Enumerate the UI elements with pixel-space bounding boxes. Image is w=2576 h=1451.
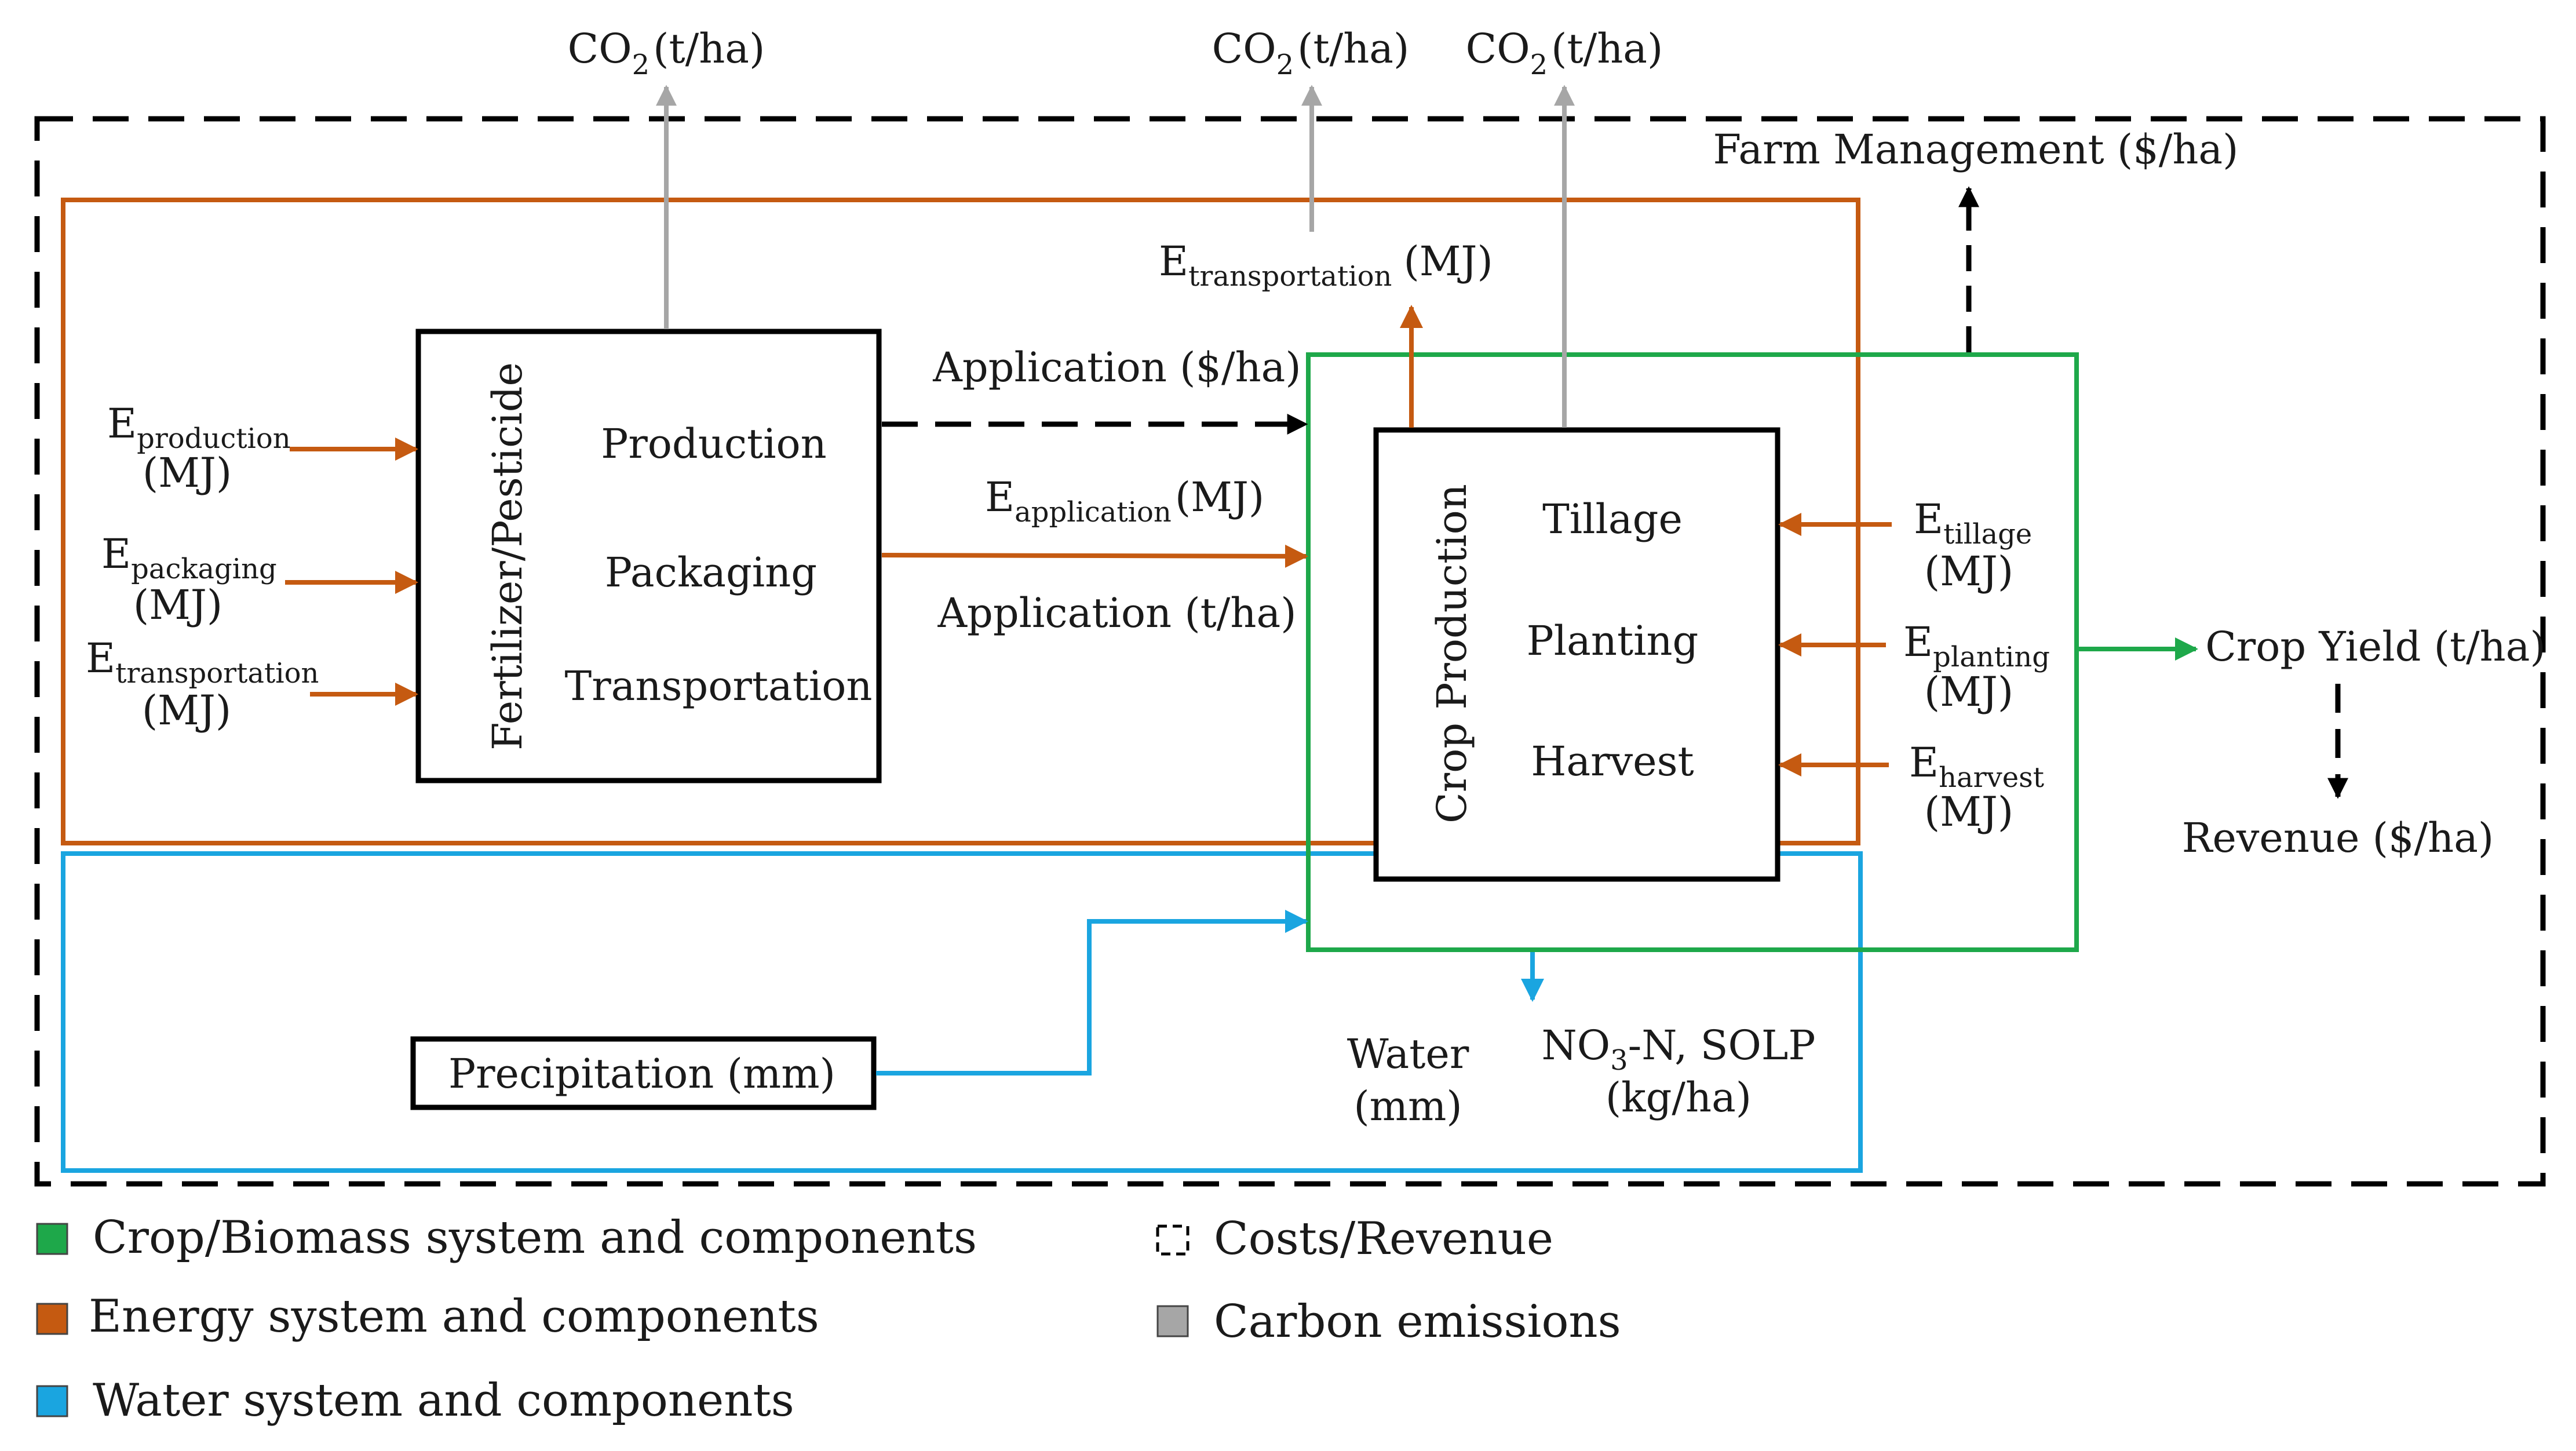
water-system-boundary: [61, 851, 1863, 1173]
legend-label-water: Water system and components: [93, 1375, 794, 1427]
legend-label-crop: Crop/Biomass system and components: [93, 1212, 977, 1264]
crop-item-harvest: Harvest: [1531, 738, 1694, 785]
e-packaging-unit: (MJ): [133, 581, 222, 629]
energy-system-boundary: [61, 198, 1860, 845]
crop-production-box: [1373, 427, 1780, 882]
co2-label-transportation: CO2(t/ha): [1212, 25, 1410, 81]
co2-label-fertilizer: CO2(t/ha): [568, 25, 765, 81]
e-planting-unit: (MJ): [1924, 668, 2013, 716]
legend-label-carbon: Carbon emissions: [1214, 1296, 1621, 1348]
legend-swatch-carbon: [1156, 1305, 1189, 1337]
application-cost-label: Application ($/ha): [932, 344, 1301, 391]
e-harvest-label: Eharvest: [1909, 739, 2044, 794]
crop-item-tillage: Tillage: [1542, 495, 1683, 543]
crop-item-planting: Planting: [1527, 617, 1699, 665]
revenue-label: Revenue ($/ha): [2182, 814, 2494, 862]
e-planting-label: Eplanting: [1903, 618, 2050, 673]
precipitation-arrow: [876, 910, 1308, 1076]
e-production-label: Eproduction: [107, 400, 291, 455]
legend-swatch-crop: [36, 1223, 68, 1255]
fertilizer-item-packaging: Packaging: [605, 549, 817, 596]
costs-boundary: [34, 116, 2546, 1187]
e-application-label: Eapplication(MJ): [985, 473, 1264, 528]
legend-swatch-water: [36, 1385, 68, 1417]
application-mass-label: Application (t/ha): [937, 589, 1296, 637]
crop-system-boundary: [1306, 352, 2079, 952]
co2-label-crop: CO2(t/ha): [1466, 25, 1663, 81]
e-application-arrow: [881, 544, 1308, 568]
e-tillage-unit: (MJ): [1924, 548, 2013, 595]
legend-swatch-energy: [36, 1303, 68, 1335]
legend-label-energy: Energy system and components: [89, 1290, 819, 1343]
precipitation-box: [410, 1036, 877, 1110]
farm-management-label: Farm Management ($/ha): [1713, 126, 2239, 173]
e-transportation-left-unit: (MJ): [142, 687, 231, 734]
e-tillage-label: Etillage: [1914, 495, 2032, 550]
e-transportation-top-label: Etransportation(MJ): [1159, 238, 1493, 293]
e-production-unit: (MJ): [143, 449, 232, 497]
crop-yield-label: Crop Yield (t/ha): [2205, 623, 2546, 670]
e-transportation-left-label: Etransportation: [86, 635, 319, 690]
e-packaging-label: Epackaging: [101, 530, 277, 585]
legend-swatch-cost: [1156, 1224, 1190, 1256]
legend-label-cost: Costs/Revenue: [1214, 1213, 1553, 1265]
precipitation-label: Precipitation (mm): [448, 1050, 835, 1098]
fertilizer-item-transportation: Transportation: [565, 662, 873, 710]
nutrient-unit: (kg/ha): [1606, 1074, 1752, 1121]
fertilizer-item-production: Production: [601, 420, 827, 468]
fertilizer-pesticide-label: Fertilizer/Pesticide: [484, 362, 531, 750]
water-unit: (mm): [1353, 1082, 1462, 1130]
water-label: Water: [1347, 1030, 1469, 1078]
fertilizer-pesticide-box: [415, 329, 882, 783]
nutrient-label: NO3-N, SOLP: [1541, 1022, 1815, 1077]
crop-production-label: Crop Production: [1428, 484, 1476, 823]
e-harvest-unit: (MJ): [1924, 788, 2013, 836]
